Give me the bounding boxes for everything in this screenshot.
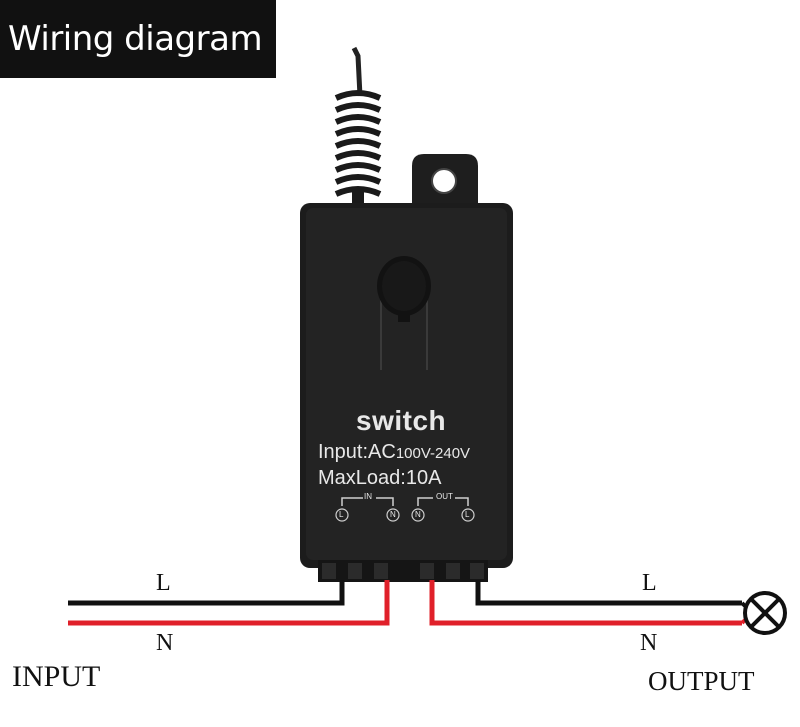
- output-live-label: L: [642, 570, 657, 596]
- terminal-label: N: [390, 510, 396, 519]
- device-input-rating: Input:AC100V-240V: [318, 441, 470, 464]
- lamp-icon: [740, 591, 787, 635]
- input-neutral-label: N: [156, 630, 174, 656]
- terminal-label: L: [465, 510, 470, 519]
- terminal-label: L: [339, 510, 344, 519]
- input-label: INPUT: [12, 660, 101, 693]
- mounting-tab-icon: [412, 154, 478, 210]
- device-input-prefix: Input:AC: [318, 441, 396, 463]
- device-name: switch: [356, 405, 447, 436]
- terminal-group-out: OUT: [436, 492, 453, 501]
- terminal-label: N: [415, 510, 421, 519]
- device-input-range: 100V-240V: [395, 445, 471, 462]
- device-maxload: MaxLoad:10A: [318, 467, 442, 489]
- output-label: OUTPUT: [648, 666, 755, 696]
- input-live-label: L: [156, 570, 171, 596]
- terminal-brackets: [341, 497, 469, 506]
- device-body: [300, 203, 513, 582]
- terminal-group-in: IN: [364, 492, 372, 501]
- push-button-icon: [377, 256, 431, 370]
- output-neutral-label: N: [640, 630, 658, 656]
- input-wires: [68, 580, 390, 626]
- antenna-coil-icon: [334, 46, 382, 210]
- diagram-title: Wiring diagram: [0, 0, 276, 78]
- output-wires: [429, 580, 742, 626]
- terminal-circles: [335, 508, 475, 522]
